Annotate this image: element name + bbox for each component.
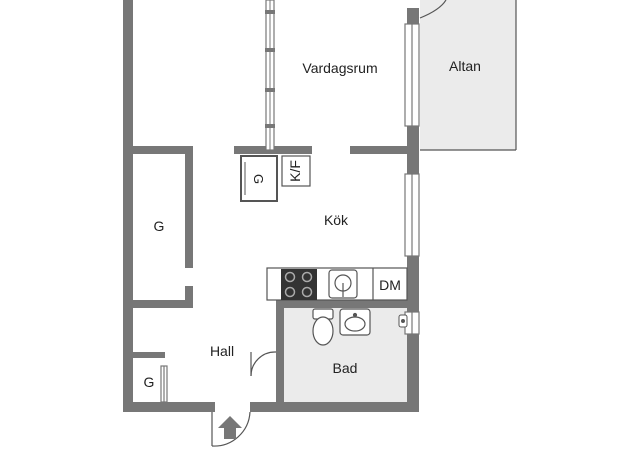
windows	[404, 23, 420, 335]
closet-label-hall: G	[144, 374, 155, 390]
toilet-icon	[312, 308, 334, 346]
closet-label-kitchen: G	[251, 174, 266, 184]
room-label-living: Vardagsrum	[302, 60, 377, 76]
terrace-floor	[420, 0, 516, 150]
dishwasher-label: DM	[379, 277, 401, 293]
room-label-kitchen: Kök	[324, 212, 349, 228]
bathroom-door	[250, 351, 277, 377]
sliding-partition	[265, 0, 275, 151]
closet-label-left: G	[154, 218, 165, 234]
terrace-outline	[419, 0, 517, 151]
kitchen-sink-icon	[328, 269, 358, 299]
room-label-terrace: Altan	[449, 58, 481, 74]
hall-closet-door	[160, 365, 168, 403]
shower-icon	[398, 314, 408, 328]
room-label-bath: Bad	[333, 360, 358, 376]
entrance-arrow-icon	[218, 416, 242, 439]
room-label-hall: Hall	[210, 343, 234, 359]
fridge-freezer	[281, 155, 311, 187]
entrance-door	[211, 411, 251, 447]
washbasin-icon	[339, 308, 371, 336]
fridge-freezer-label: K/F	[287, 160, 303, 182]
stove-icon	[281, 269, 317, 300]
kitchen-closet	[240, 155, 278, 202]
